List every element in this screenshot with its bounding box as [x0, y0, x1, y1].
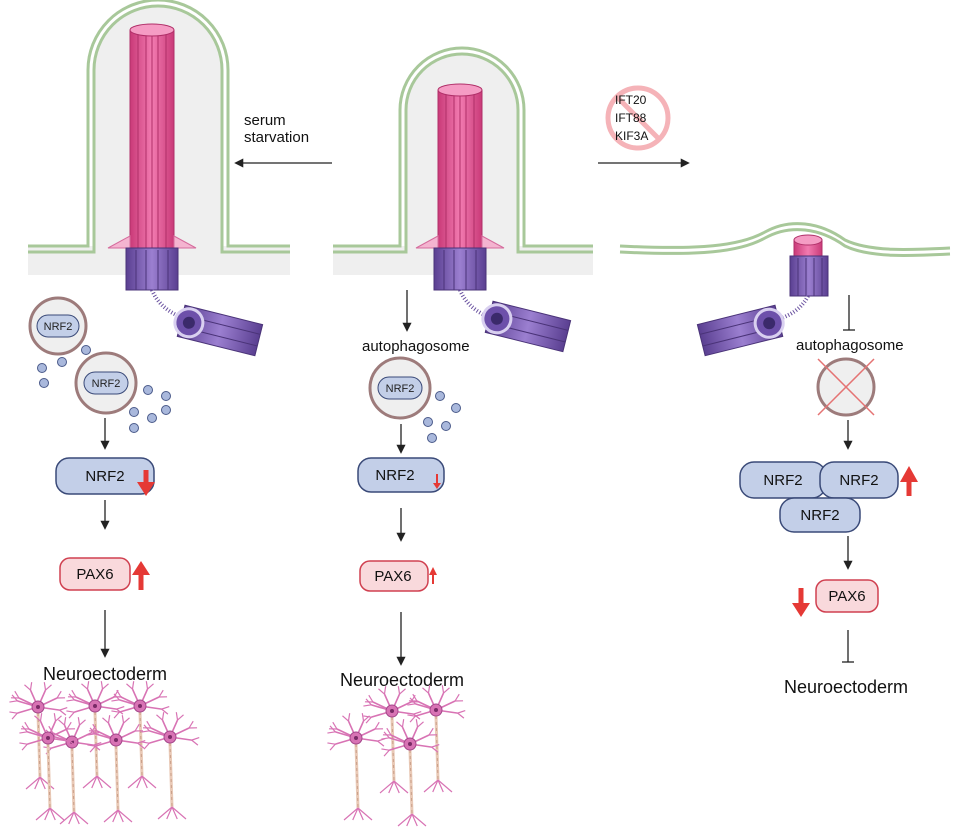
right-membrane-inner: [619, 228, 951, 258]
middle-pax6-up-arrow: [429, 567, 437, 584]
left-vesicle-2: NRF2: [74, 351, 138, 415]
left-nrf2-box: NRF2: [55, 457, 155, 495]
left-vesicle-1-label: NRF2: [44, 321, 73, 333]
right-nrf2-a-label: NRF2: [763, 472, 802, 489]
left-basal-body: [125, 247, 179, 291]
right-inhibition-1: [843, 295, 855, 331]
middle-nrf2-label: NRF2: [375, 467, 414, 484]
left-membrane-outer: [28, 0, 290, 248]
right-nrf2-up-arrow: [900, 466, 918, 496]
right-nrf2-cluster: NRF2 NRF2 NRF2: [739, 461, 899, 533]
middle-pathway: autophagosome NRF2 NRF2 PAX6 Neur: [327, 290, 470, 827]
left-pathway: NRF2 NRF2 NRF2 PAX6: [9, 296, 200, 825]
serum-label: serum: [244, 112, 286, 129]
right-pax6-label: PAX6: [828, 588, 865, 605]
right-pax6-box: PAX6: [815, 579, 879, 613]
middle-vesicle: NRF2: [368, 356, 432, 420]
neuron-icon: [87, 715, 146, 823]
middle-membrane-outer: [333, 46, 593, 248]
middle-neuron-cluster: [327, 685, 466, 827]
right-cilium-panel: [619, 222, 951, 357]
middle-cilium-panel: [333, 46, 593, 353]
middle-vesicle-label: NRF2: [386, 383, 415, 395]
left-outcome-label: Neuroectoderm: [43, 664, 167, 684]
middle-nrf2-dots: [423, 391, 461, 443]
neuron-icon: [407, 685, 466, 793]
left-pax6-box: PAX6: [59, 557, 131, 591]
middle-pax6-box: PAX6: [359, 560, 429, 592]
neuron-icon: [141, 712, 200, 820]
neuron-icon: [381, 719, 440, 827]
left-neuron-cluster: [9, 681, 200, 825]
neuron-icon: [363, 686, 422, 794]
kif3a-label: KIF3A: [615, 129, 648, 143]
right-daughter-centriole: [696, 304, 785, 357]
middle-pax6-label: PAX6: [374, 568, 411, 585]
left-vesicle-1: NRF2: [28, 296, 88, 356]
neuron-icon: [19, 713, 78, 821]
ift20-label: IFT20: [615, 93, 647, 107]
knockdown-arrow: IFT20 IFT88 KIF3A: [598, 85, 690, 168]
middle-nrf2-box: NRF2: [357, 457, 445, 493]
right-autophagosome-label: autophagosome: [796, 337, 904, 354]
right-blocked-autophagosome: [816, 357, 876, 417]
middle-nrf2-down-arrow: [433, 474, 441, 489]
middle-outcome-label: Neuroectoderm: [340, 670, 464, 690]
right-nrf2-c-label: NRF2: [800, 507, 839, 524]
neuron-icon: [111, 681, 170, 789]
right-pathway: autophagosome NRF2 NRF2 NRF2 PAX6: [739, 295, 918, 697]
left-pax6-label: PAX6: [76, 566, 113, 583]
neuron-icon: [9, 682, 68, 790]
left-nrf2-dots: [37, 345, 171, 433]
left-vesicle-2-label: NRF2: [92, 378, 121, 390]
ift88-label: IFT88: [615, 111, 647, 125]
right-nrf2-b-label: NRF2: [839, 472, 878, 489]
middle-daughter-centriole: [481, 300, 572, 353]
left-daughter-centriole: [173, 304, 264, 357]
serum-starvation-arrow: serum starvation: [234, 112, 332, 168]
middle-basal-body: [433, 247, 487, 291]
neuron-icon: [327, 713, 386, 821]
left-cilium-panel: [28, 0, 290, 357]
right-membrane-outer: [619, 222, 951, 252]
left-nrf2-label: NRF2: [85, 468, 124, 485]
middle-autophagosome-label: autophagosome: [362, 338, 470, 355]
starvation-label: starvation: [244, 129, 309, 146]
right-outcome-label: Neuroectoderm: [784, 677, 908, 697]
right-pax6-down-arrow: [792, 588, 810, 617]
left-nrf2-down-arrow: [137, 470, 155, 496]
left-pax6-up-arrow: [132, 561, 150, 590]
knockdown-prohibition-icon: [605, 85, 671, 151]
right-inhibition-2: [842, 630, 854, 663]
